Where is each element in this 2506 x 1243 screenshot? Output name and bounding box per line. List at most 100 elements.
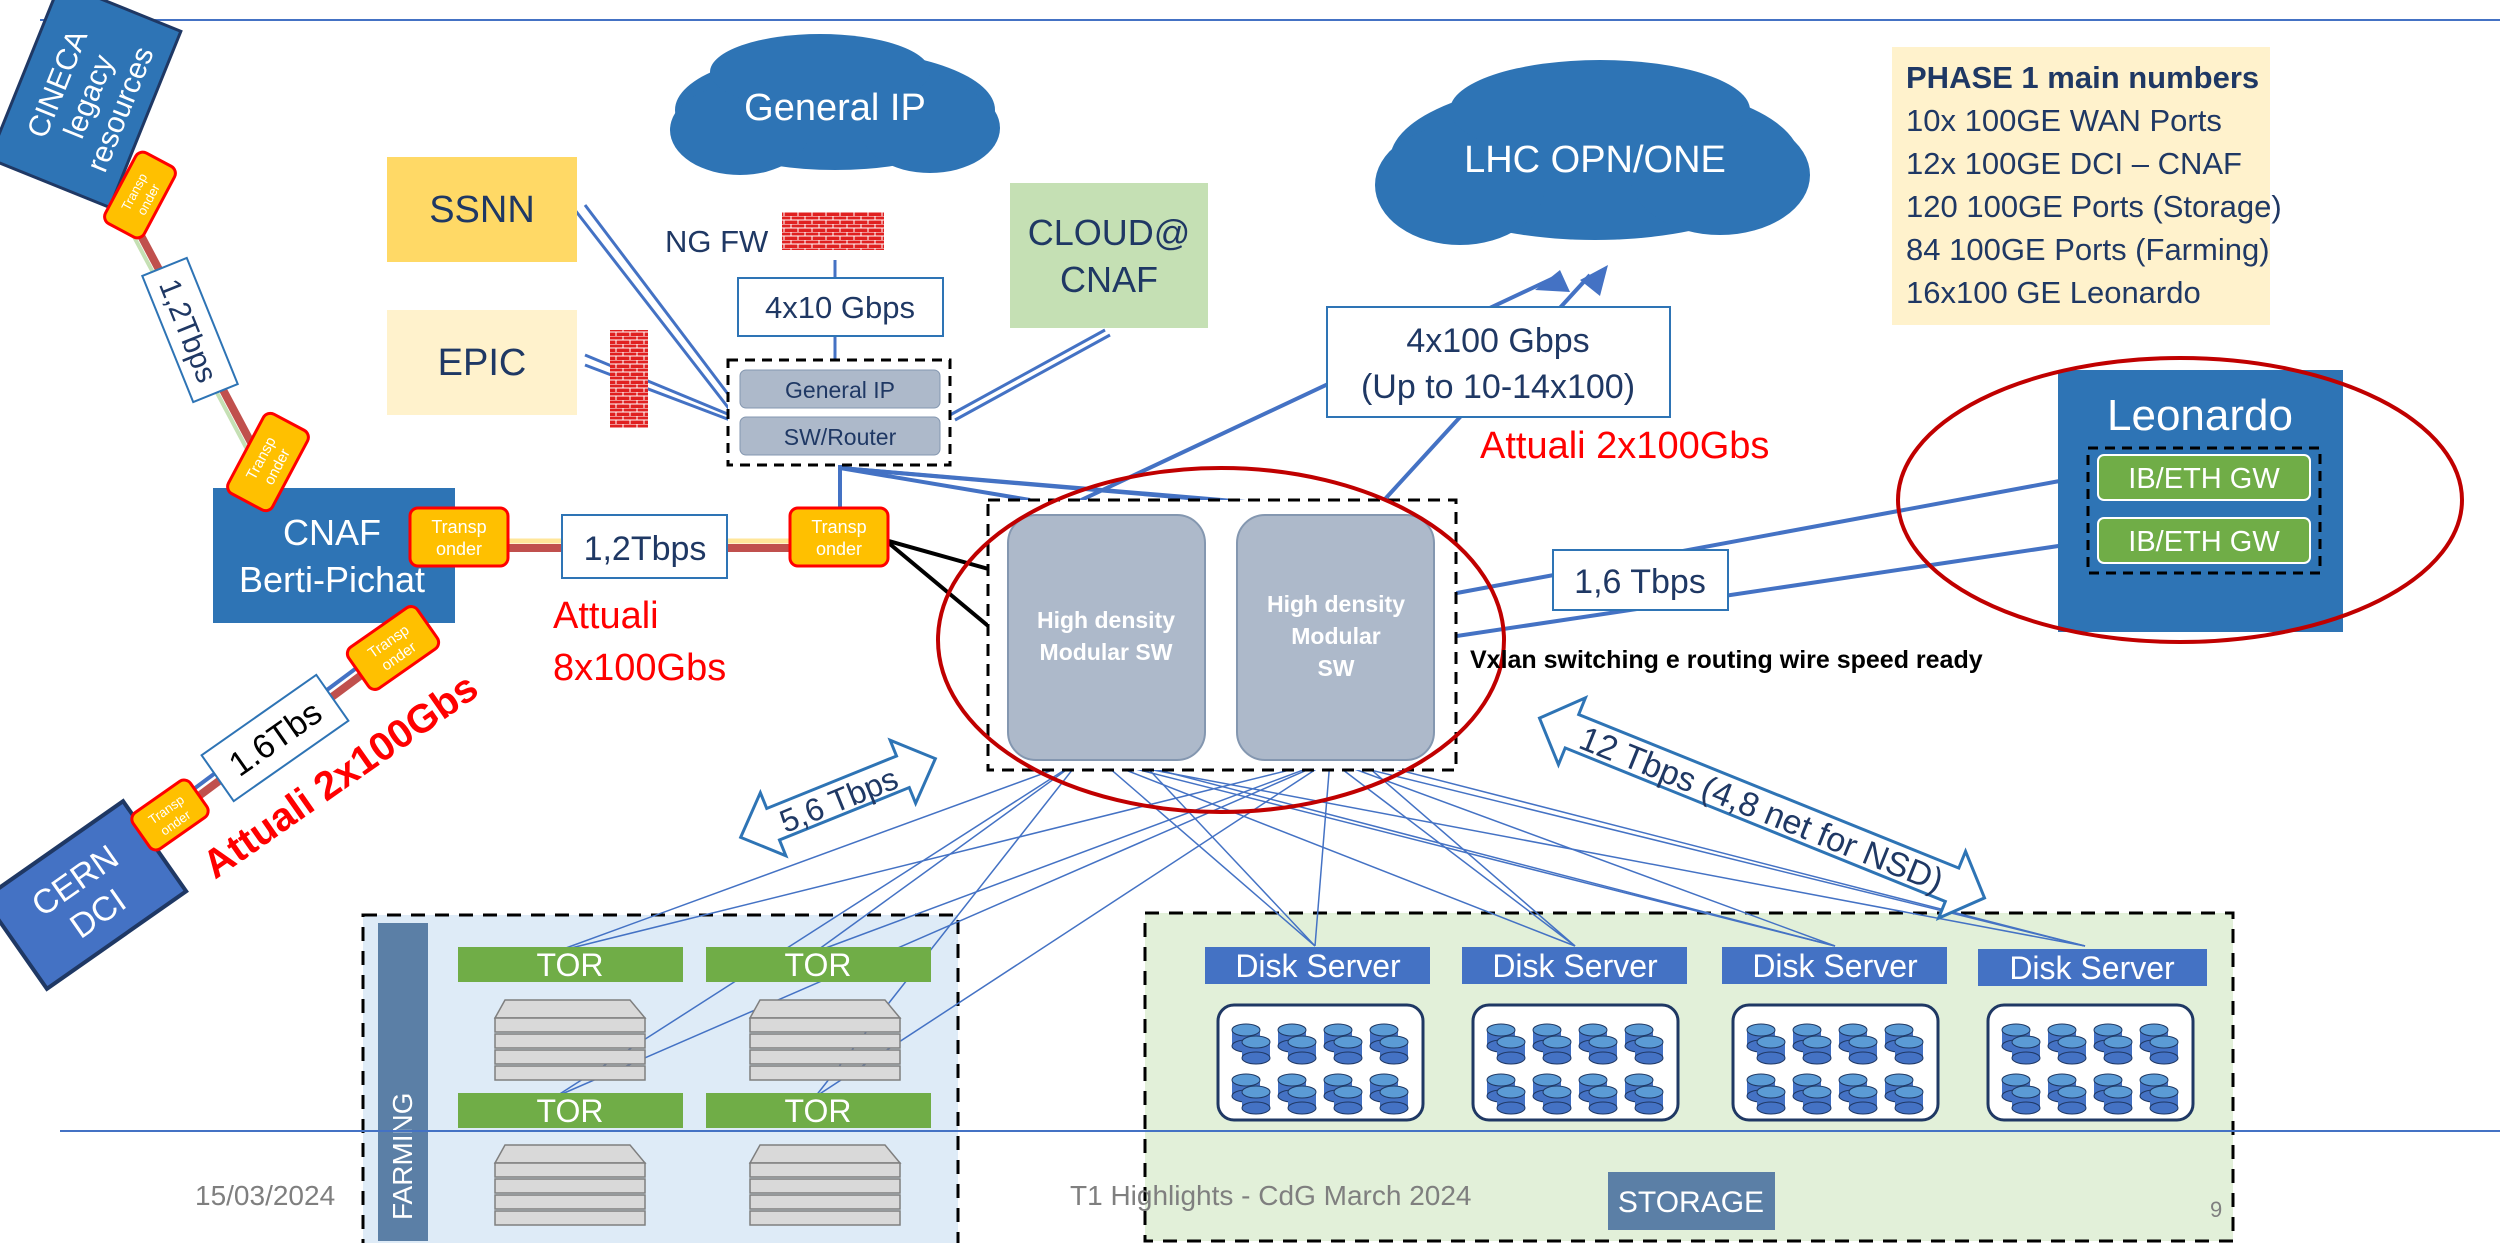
disk-server-4 — [1978, 949, 2207, 986]
core-highlight-ellipse — [936, 466, 1506, 814]
attuali-cnaf-2: 8x100Gbs — [553, 647, 726, 689]
ib-eth-gw-1-label: IB/ETH GW — [2128, 463, 2280, 495]
cloud-lhc: LHC OPN/ONE — [1375, 60, 1810, 245]
gw-group — [2086, 446, 2322, 575]
bw-leonardo-label: 1,6 Tbps — [1574, 563, 1706, 601]
firewall-icon — [782, 212, 884, 250]
bw-4x10-box — [737, 277, 944, 337]
server-rack-icon — [493, 1144, 647, 1226]
bw-4x100-line2: (Up to 10-14x100) — [1361, 368, 1635, 406]
disk-arrays — [1216, 1003, 2195, 1122]
disk-icon — [1894, 1035, 1924, 1065]
general-ip-router-label: General IP — [785, 377, 895, 403]
disk-icon — [2057, 1085, 2087, 1115]
disk-icon — [1333, 1035, 1363, 1065]
disk-icon — [1496, 1085, 1526, 1115]
svg-text:Transp: Transp — [811, 517, 866, 537]
transponder-cineca-end: Transp onder — [226, 411, 310, 513]
cnaf-line1: CNAF — [283, 512, 381, 553]
tor-1 — [458, 947, 683, 982]
ssnn-box — [387, 157, 577, 262]
disk-server-3-label: Disk Server — [1752, 948, 1918, 984]
disk-icon — [1287, 1085, 1317, 1115]
disk-icon — [2149, 1085, 2179, 1115]
ssnn-label: SSNN — [429, 189, 535, 231]
tor-4-label: TOR — [785, 1093, 852, 1129]
disk-icon — [1802, 1035, 1832, 1065]
cloud-lhc-label: LHC OPN/ONE — [1464, 139, 1726, 181]
svg-text:onder: onder — [816, 539, 862, 559]
slide-footer: T1 Highlights - CdG March 2024 — [1070, 1180, 1472, 1211]
tor-3 — [458, 1093, 683, 1128]
disk-icon — [2011, 1035, 2041, 1065]
ib-eth-gw-2-label: IB/ETH GW — [2128, 526, 2280, 558]
disk-icon — [1848, 1035, 1878, 1065]
svg-text:Transp: Transp — [431, 517, 486, 537]
phase1-line: 16x100 GE Leonardo — [1906, 275, 2201, 310]
tor-3-label: TOR — [537, 1093, 604, 1129]
bw-leonardo-box — [1552, 549, 1729, 611]
farming-band — [378, 923, 428, 1241]
slide-date: 15/03/2024 — [195, 1180, 335, 1211]
ng-fw-label: NG FW — [665, 224, 769, 259]
transponder-remote: Transp onder — [788, 506, 890, 568]
cloud-cnaf-line1: CLOUD@ — [1028, 212, 1191, 253]
disk-icon — [1379, 1035, 1409, 1065]
sw-router-label: SW/Router — [784, 424, 897, 450]
disk-icon — [1542, 1085, 1572, 1115]
disk-icon — [1634, 1085, 1664, 1115]
disk-icon — [2011, 1085, 2041, 1115]
bw-4x100-box — [1326, 306, 1671, 418]
epic-box — [387, 310, 577, 415]
phase1-title: PHASE 1 main numbers — [1906, 60, 2259, 95]
phase1-box — [1892, 47, 2270, 325]
farming-bandwidth-arrow: 5,6 Tbps — [738, 737, 938, 859]
bw-cineca: 1,2Tbps — [140, 256, 240, 404]
storage-badge — [1608, 1172, 1775, 1230]
general-ip-router — [739, 369, 941, 409]
storage-bandwidth-label: 12 Tbps (4,8 net for NSD) — [1574, 719, 1949, 900]
disk-icon — [1542, 1035, 1572, 1065]
epic-label: EPIC — [438, 342, 527, 384]
disk-icon — [2057, 1035, 2087, 1065]
leonardo-label: Leonardo — [2107, 391, 2293, 440]
leonardo-highlight-ellipse — [1896, 356, 2464, 644]
disk-icon — [1756, 1035, 1786, 1065]
storage-bandwidth-arrow: 12 Tbps (4,8 net for NSD) — [1537, 694, 1987, 922]
phase1-line: 84 100GE Ports (Farming) — [1906, 232, 2270, 267]
cineca-box: CINECA legacy resources — [0, 0, 183, 210]
disk-server-1-label: Disk Server — [1235, 948, 1401, 984]
phase1-line: 10x 100GE WAN Ports — [1906, 103, 2222, 138]
disk-icon — [2149, 1035, 2179, 1065]
cloud-cnaf-line2: CNAF — [1060, 259, 1158, 300]
phase1-line: 120 100GE Ports (Storage) — [1906, 189, 2282, 224]
disk-icon — [1756, 1085, 1786, 1115]
ib-eth-gw-2 — [2097, 517, 2311, 564]
disk-icon — [2103, 1085, 2133, 1115]
hd-switch-2-line1: High density — [1267, 591, 1405, 617]
farming-bandwidth-label: 5,6 Tbps — [775, 760, 903, 840]
svg-text:onder: onder — [436, 539, 482, 559]
disk-server-3 — [1722, 947, 1947, 984]
ib-eth-gw-1 — [2097, 454, 2311, 501]
cloud-cnaf-box — [1010, 183, 1208, 328]
attuali-cnaf-1: Attuali — [553, 595, 659, 637]
disk-icon — [1634, 1035, 1664, 1065]
disk-icon — [1241, 1085, 1271, 1115]
disk-icon — [1333, 1085, 1363, 1115]
tor-4 — [706, 1093, 931, 1128]
tor-2-label: TOR — [785, 947, 852, 983]
disk-server-4-label: Disk Server — [2009, 950, 2175, 986]
bw-cnaf-label: 1,2Tbps — [584, 530, 707, 568]
hd-switch-1 — [1007, 514, 1206, 761]
disk-icon — [1379, 1085, 1409, 1115]
bw-cnaf-box — [561, 514, 728, 579]
hd-switch-1-line1: High density — [1037, 607, 1175, 633]
tor-1-label: TOR — [537, 947, 604, 983]
disk-icon — [1894, 1085, 1924, 1115]
server-rack-icon — [493, 999, 647, 1081]
disk-server-2-label: Disk Server — [1492, 948, 1658, 984]
cnaf-line2: Berti-Pichat — [239, 559, 425, 600]
disk-icon — [1496, 1035, 1526, 1065]
